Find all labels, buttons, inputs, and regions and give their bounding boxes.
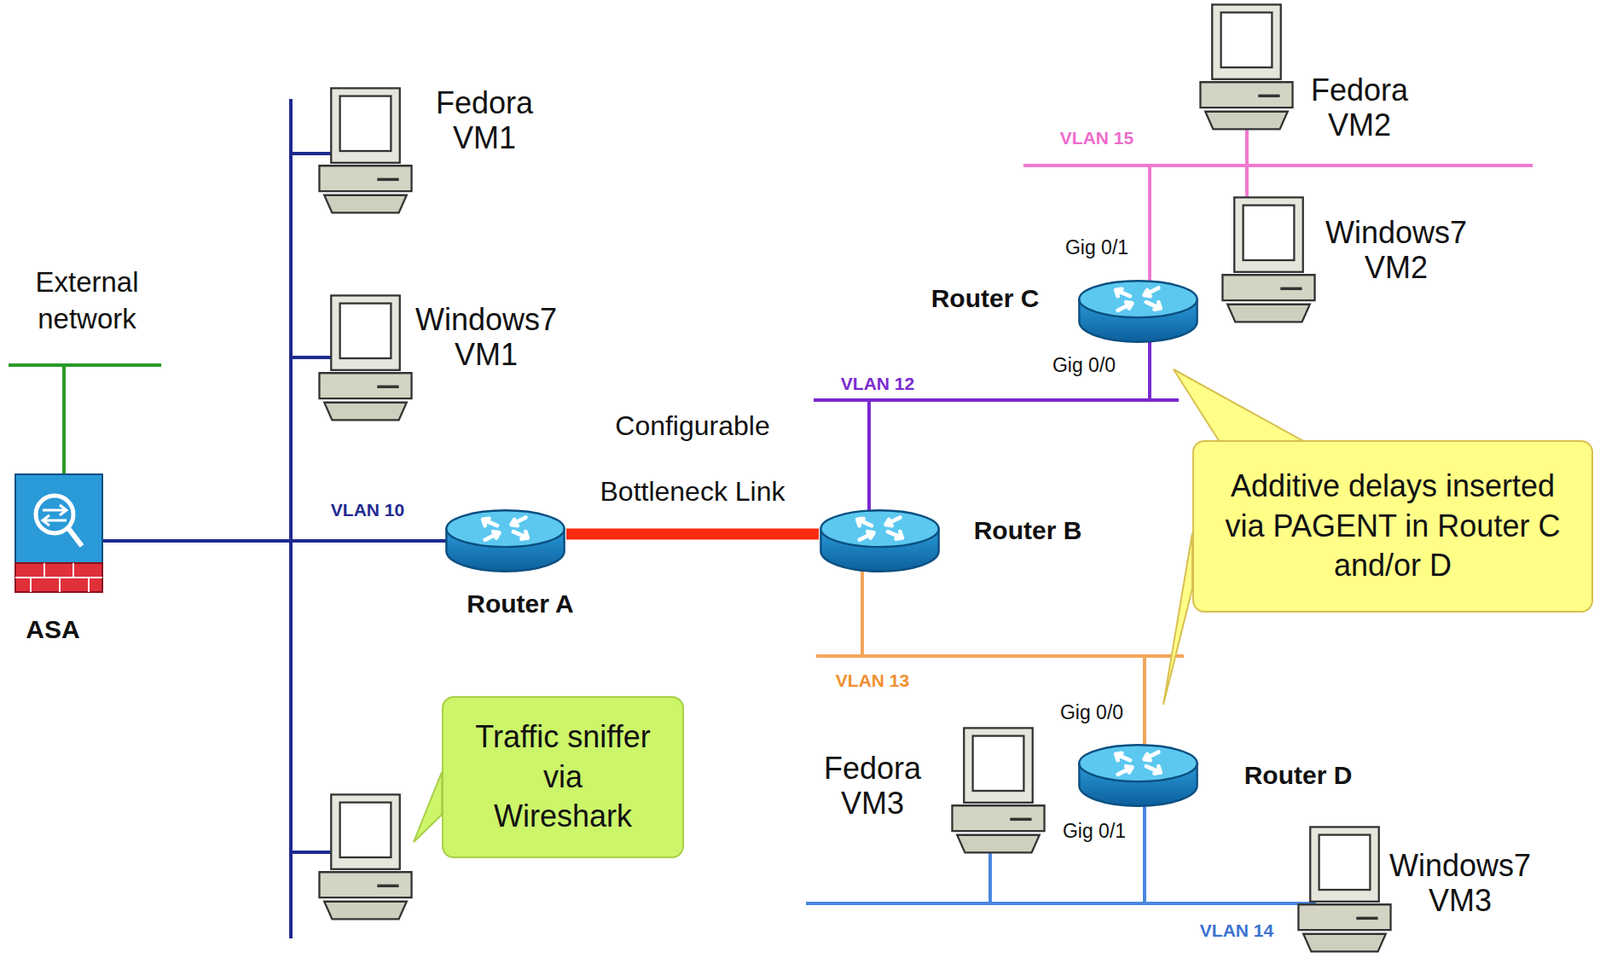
vlan15-line — [1023, 163, 1533, 168]
computer-icon — [1222, 197, 1315, 322]
device-label: Windows7 VM3 — [1389, 847, 1531, 919]
port-label: Gig 0/0 — [1060, 701, 1124, 725]
port-label: Gig 0/0 — [1052, 353, 1116, 377]
computer-icon — [318, 295, 412, 420]
callout-text: Additive delays inserted via PAGENT in R… — [1222, 466, 1564, 586]
vlan13-bus — [816, 567, 1184, 751]
callout-pointer — [1173, 369, 1305, 442]
computer-icon — [1298, 826, 1391, 951]
asa-brick — [43, 562, 46, 578]
vlan15-drop — [1245, 119, 1249, 198]
asa-handle — [68, 527, 82, 546]
port-label: Gig 0/1 — [1065, 236, 1129, 260]
router-label: Router D — [1244, 760, 1353, 791]
vlan10-link — [102, 539, 453, 543]
device-label: Fedora VM3 — [823, 750, 922, 822]
vlan-label: VLAN 12 — [840, 373, 915, 395]
asa-brick — [87, 577, 90, 592]
vlan-label: VLAN 15 — [1060, 127, 1134, 149]
asa-lens — [35, 495, 74, 534]
computer-icon — [318, 794, 412, 919]
firewall-node: ASA — [15, 474, 103, 592]
vlan-label: VLAN 10 — [330, 499, 405, 521]
router-icon — [446, 510, 564, 572]
router-label: Router A — [466, 589, 574, 620]
vlan10-trunk — [289, 98, 293, 939]
callout-pointer — [1163, 533, 1193, 705]
router-label: Router C — [931, 284, 1040, 314]
pc-drop — [290, 151, 335, 156]
device-label: Fedora VM2 — [1310, 72, 1409, 144]
device-label: Fedora VM1 — [435, 85, 534, 157]
computer-icon — [951, 727, 1044, 853]
vlan13-drop — [1142, 655, 1147, 751]
asa-brick — [29, 577, 32, 592]
router-node: Router B — [818, 507, 941, 574]
pc-drop — [290, 355, 335, 360]
asa-icon — [15, 474, 103, 592]
asa-brick — [58, 577, 61, 592]
vlan-label: VLAN 14 — [1200, 920, 1274, 941]
computer-node: Fedora VM1 — [316, 86, 415, 215]
bottleneck-link — [566, 533, 819, 535]
vlan14-drop — [1142, 801, 1147, 904]
router-label: Router B — [973, 515, 1083, 546]
vlan12-drop — [1147, 336, 1152, 400]
vlan12-drop — [867, 400, 871, 512]
asa-firewall — [15, 562, 103, 592]
vlan12-bus — [813, 336, 1179, 512]
computer-node: Windows7 VM1 — [316, 294, 415, 423]
router-icon — [1078, 280, 1197, 343]
external-link — [62, 365, 66, 475]
callout-text: Traffic sniffer via Wireshark — [473, 717, 653, 837]
vlan13-line — [816, 654, 1184, 658]
computer-node: Fedora VM2 — [1197, 3, 1296, 132]
asa-brick — [72, 562, 75, 578]
network-label: External network — [34, 264, 139, 338]
asa-body — [15, 474, 103, 569]
device-label: Windows7 VM2 — [1325, 214, 1467, 286]
router-icon — [1078, 744, 1197, 806]
vlan13-drop — [860, 567, 864, 656]
router-node: Router C — [1077, 278, 1200, 345]
vlan10-bus — [102, 98, 453, 939]
device-label: Windows7 VM1 — [415, 301, 557, 373]
vlan15-drop — [1147, 165, 1152, 286]
device-label: ASA — [25, 614, 80, 645]
callout-box: Traffic sniffer via Wireshark — [441, 695, 685, 858]
link-line — [566, 528, 819, 540]
link-label: Configurable Bottleneck Link — [573, 393, 812, 525]
computer-icon — [1200, 4, 1293, 129]
callout-box: Additive delays inserted via PAGENT in R… — [1192, 440, 1594, 613]
port-label: Gig 0/1 — [1062, 819, 1126, 843]
asa-arrows — [42, 504, 67, 526]
pc-drop — [290, 850, 335, 854]
router-node: Router D — [1077, 742, 1200, 809]
computer-node: Fedora VM3 — [949, 726, 1048, 855]
router-icon — [820, 510, 939, 572]
vlan-label: VLAN 13 — [835, 670, 910, 691]
computer-node: Windows7 VM3 — [1295, 825, 1394, 954]
computer-node: Windows7 VM2 — [1219, 196, 1318, 325]
callout-pointer — [413, 771, 442, 842]
computer-icon — [318, 87, 412, 213]
external-network-line — [8, 363, 162, 367]
router-node: Router A — [444, 507, 567, 574]
vlan14-line — [805, 901, 1316, 905]
